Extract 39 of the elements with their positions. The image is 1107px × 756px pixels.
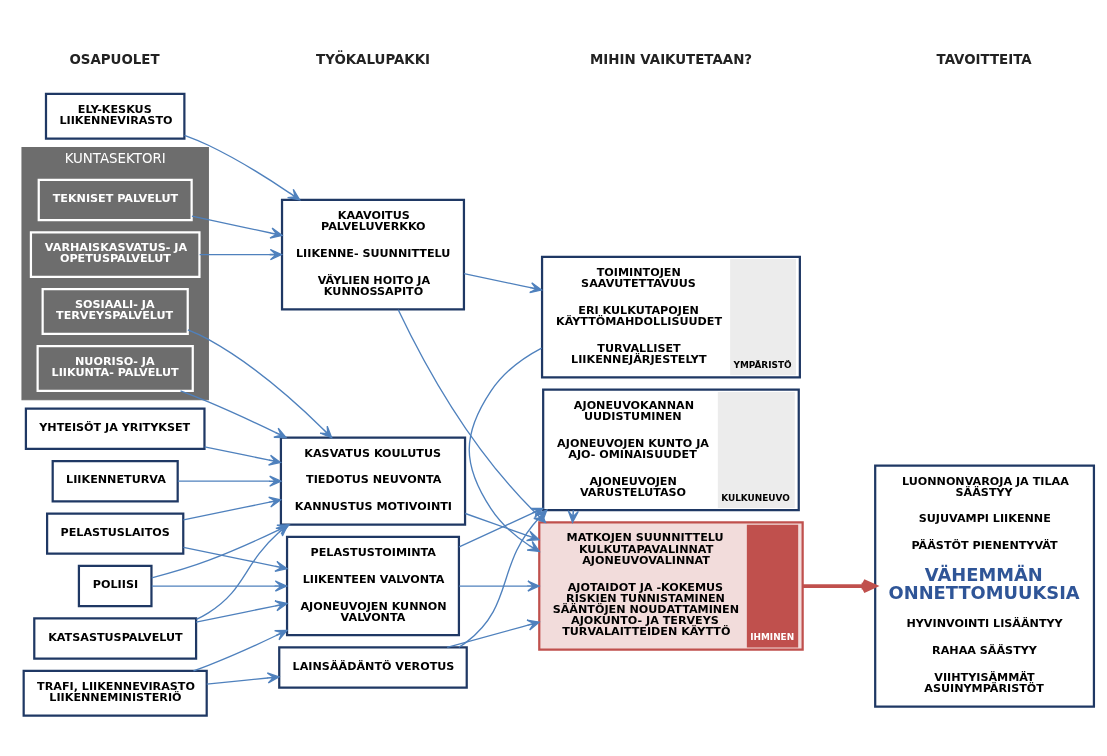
arrow bbox=[183, 134, 301, 201]
arrow bbox=[187, 328, 333, 438]
node-box: TEKNISET PALVELUT bbox=[37, 178, 193, 221]
arrow bbox=[802, 578, 877, 593]
node-box: POLIISI bbox=[77, 564, 153, 607]
arrow bbox=[198, 248, 283, 260]
arrow bbox=[203, 445, 282, 466]
node-box: KATSASTUSPALVELUT bbox=[33, 616, 198, 660]
arrow bbox=[195, 599, 288, 623]
arrow bbox=[182, 496, 282, 520]
label: MIHIN VAIKUTETAAN? bbox=[590, 51, 753, 67]
node-box: LUONNONVAROJA JA TILAA SÄÄSTYY SUJUVAMPI LIIKENNE PÄÄSTÖT PIENENTYVÄT VÄHEMMÄN ONNETTOMUUKSIA HYVINVOINTI LISÄÄNTYY RAHAA SÄÄSTYY VIIHTYISÄMMÄT ASUINYMPÄRISTÖT bbox=[874, 463, 1096, 708]
label: TYÖKALUPAKKI bbox=[316, 51, 431, 67]
arrow bbox=[192, 629, 288, 671]
arrow bbox=[206, 671, 280, 685]
arrow bbox=[464, 512, 540, 541]
node-box: LIIKENNETURVA bbox=[51, 459, 179, 502]
node-box: VARHAISKASVATUS- JA OPETUSPALVELUT bbox=[29, 230, 201, 278]
node-box: YHTEISÖT JA YRITYKSET bbox=[24, 407, 206, 450]
node-box: KAAVOITUS PALVELUVERKKO LIIKENNE- SUUNNITTELU VÄYLIEN HOITO JA KUNNOSSAPITO bbox=[280, 198, 466, 310]
arrow bbox=[463, 272, 543, 293]
label: TAVOITTEITA bbox=[936, 51, 1032, 67]
node-box: KASVATUS KOULUTUS TIEDOTUS NEUVONTA KANNUSTUS MOTIVOINTI bbox=[279, 436, 467, 526]
arrow bbox=[177, 474, 282, 487]
arrow bbox=[151, 579, 288, 592]
arrow bbox=[458, 579, 540, 592]
arrow bbox=[191, 214, 283, 239]
label: OSAPUOLET bbox=[69, 51, 160, 67]
node-box: LAINSÄÄDÄNTÖ VEROTUS bbox=[278, 645, 468, 689]
node-box: SOSIAALI- JA TERVEYSPALVELUT bbox=[41, 287, 189, 335]
node-box: TRAFI, LIIKENNEVIRASTO LIIKENNEMINISTERIÖ bbox=[22, 669, 208, 717]
node-box: PELASTUSTOIMINTA LIIKENTEEN VALVONTA AJONEUVOJEN KUNNON VALVONTA bbox=[285, 535, 461, 636]
node-box: MATKOJEN SUUNNITTELU KULKUTAPAVALINNAT AJONEUVOVALINNAT AJOTAIDOT JA -KOKEMUS RISKIEN TUNNISTAMINEN SÄÄNTÖJEN NOUDATTAMINEN AJOKUNTO- JA TERVEYS TURVALAITTEIDEN KÄYTTÖ IHMINEN bbox=[538, 520, 804, 651]
node-box: PELASTUSLAITOS bbox=[46, 511, 185, 555]
arrow bbox=[182, 546, 288, 572]
arrow bbox=[446, 619, 540, 648]
arrow bbox=[179, 389, 287, 438]
node-box: ELY-KESKUS LIIKENNEVIRASTO bbox=[44, 92, 186, 140]
node-box: NUORISO- JA LIIKUNTA- PALVELUT bbox=[36, 344, 194, 392]
